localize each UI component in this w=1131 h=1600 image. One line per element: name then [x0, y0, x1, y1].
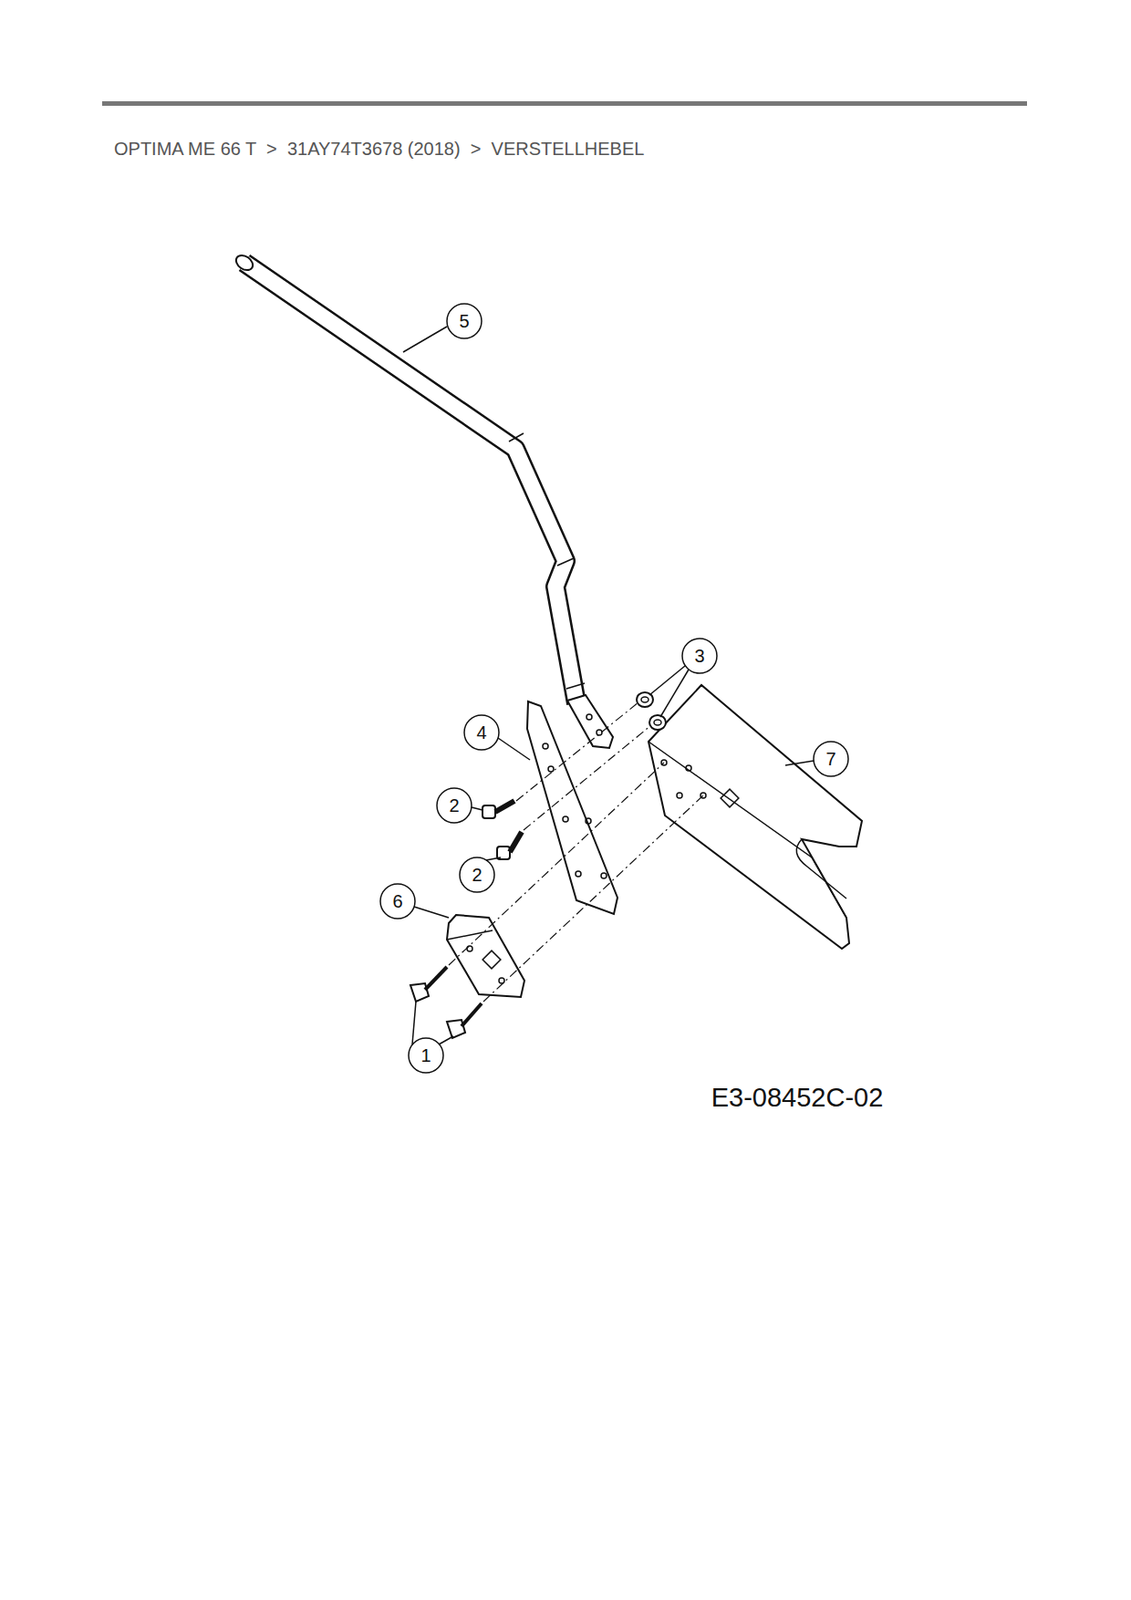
callout-number: 1	[419, 1046, 432, 1065]
drawing-number: E3-08452C-02	[711, 1084, 884, 1111]
callout-number: 4	[475, 723, 488, 742]
callout-number: 2	[470, 865, 483, 884]
callout-number: 7	[824, 749, 837, 768]
callout-number: 6	[391, 892, 404, 911]
callout-number: 5	[457, 311, 470, 331]
breadcrumb-title: OPTIMA ME 66 T > 31AY74T3678 (2018) > VE…	[114, 139, 644, 158]
callout-number: 3	[693, 646, 706, 665]
callout-number: 2	[447, 796, 460, 815]
